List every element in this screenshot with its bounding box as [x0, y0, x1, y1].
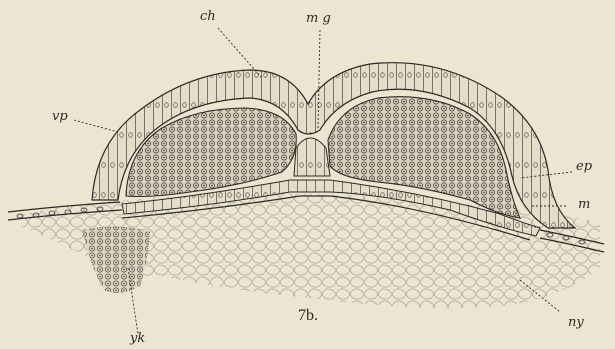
label-vp: vp	[52, 110, 68, 123]
label-ep: ep	[576, 160, 592, 173]
figure-number: 7b.	[298, 308, 318, 324]
yolk-nuclei-cluster	[82, 226, 150, 293]
label-mg: m g	[306, 12, 331, 25]
label-ch: ch	[200, 10, 216, 23]
medullary-groove	[294, 138, 330, 176]
label-m: m	[578, 198, 590, 211]
label-ny: ny	[568, 316, 584, 329]
label-yk: yk	[130, 332, 145, 345]
